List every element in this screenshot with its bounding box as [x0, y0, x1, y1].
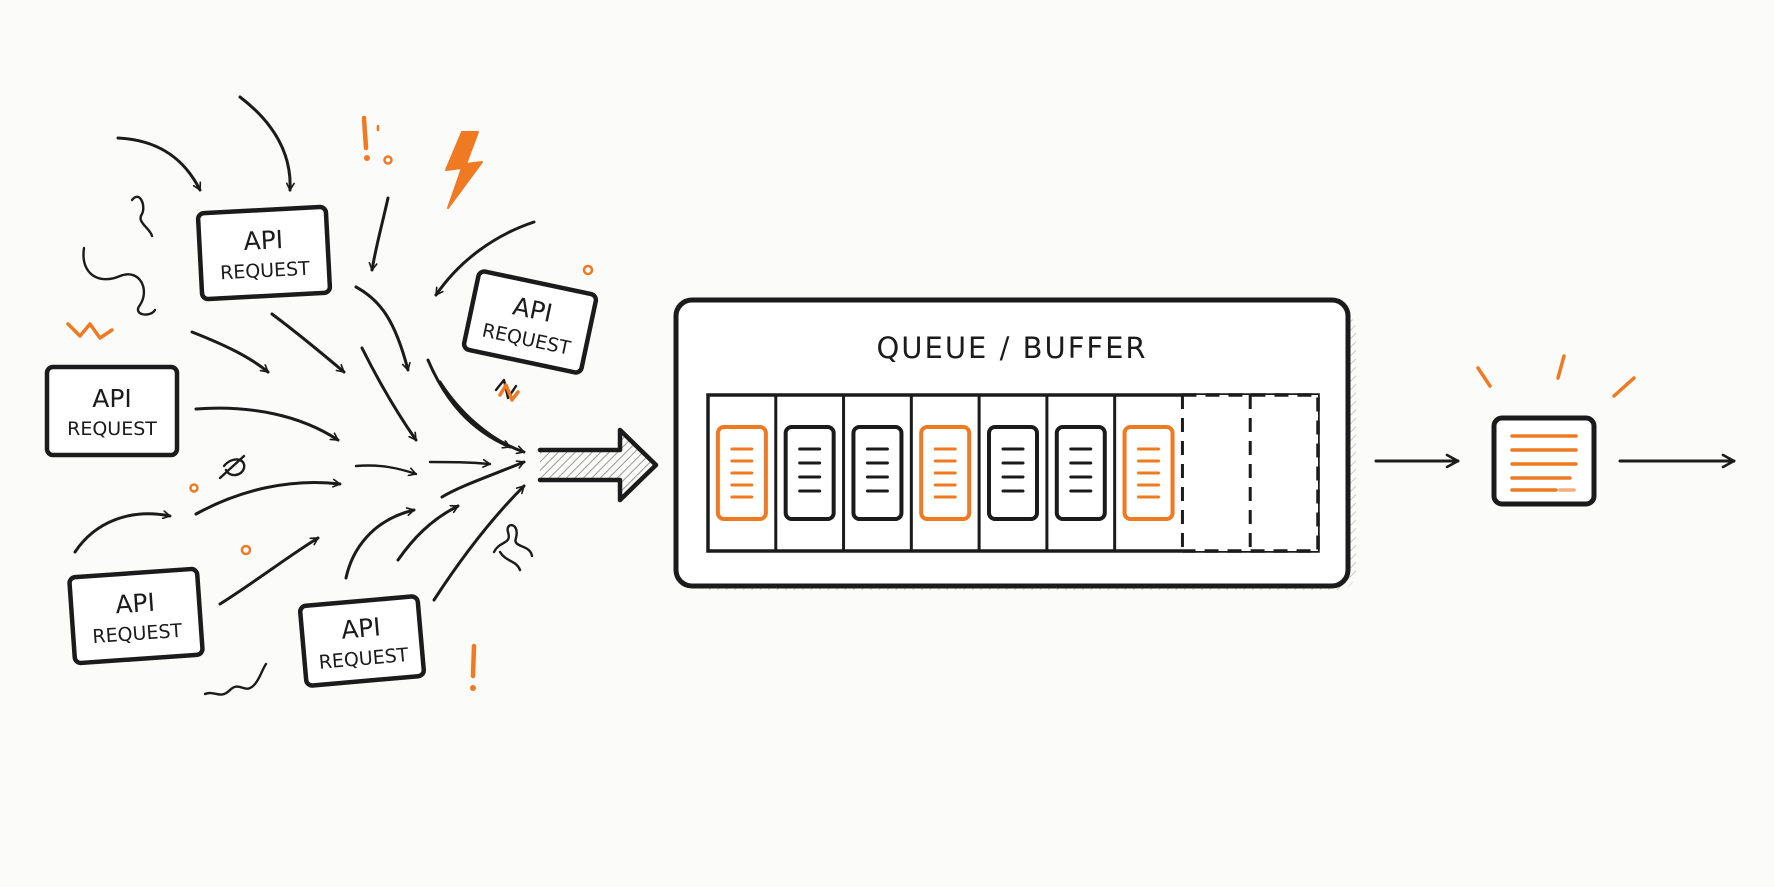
queue-slot — [1045, 395, 1107, 551]
squiggle — [82, 246, 157, 316]
zigzag — [66, 322, 114, 340]
accent-squiggle — [498, 383, 520, 402]
incoming-arrow — [372, 196, 390, 272]
processor-burst — [1476, 354, 1636, 398]
incoming-arrow — [396, 504, 460, 562]
noise-scribbles — [66, 155, 594, 696]
incoming-arrow — [194, 482, 342, 516]
incoming-arrow — [270, 312, 346, 374]
incoming-arrow — [354, 464, 418, 474]
queue-slot — [909, 395, 972, 551]
incoming-arrow — [360, 346, 418, 442]
incoming-arrow — [194, 406, 340, 442]
incoming-arrow — [432, 484, 526, 602]
api-request-box: API REQUEST — [44, 364, 180, 458]
processed-document-icon — [1491, 415, 1597, 507]
incoming-arrow — [434, 220, 536, 297]
incoming-arrow — [344, 510, 416, 580]
api-request-subtitle: REQUEST — [67, 418, 157, 440]
queue-title: QUEUE / BUFFER — [876, 331, 1147, 365]
incoming-arrow — [238, 95, 290, 192]
api-request-title: API — [114, 588, 155, 620]
ingest-arrow — [537, 427, 659, 503]
message-card — [851, 425, 904, 521]
incoming-arrows — [73, 95, 536, 606]
message-card — [987, 425, 1039, 521]
incoming-arrow — [426, 358, 512, 447]
api-request-title: API — [243, 225, 284, 256]
queue-slot — [715, 425, 768, 521]
api-requests: APIREQUESTAPIREQUESTAPIREQUESTAPIREQUEST… — [44, 204, 599, 688]
scribble-circle — [218, 454, 246, 480]
queue-slot — [1113, 395, 1175, 551]
incoming-arrow — [428, 462, 492, 464]
api-request-title: API — [340, 612, 382, 644]
incoming-arrow — [73, 514, 172, 554]
dot — [383, 155, 393, 165]
incoming-arrow — [354, 285, 408, 372]
lightning-bolt-icon — [445, 131, 483, 209]
squiggle — [203, 662, 268, 696]
incoming-arrow — [218, 536, 320, 606]
incoming-arrow — [438, 380, 526, 452]
message-card — [1054, 425, 1107, 521]
incoming-arrow — [440, 462, 526, 499]
queue-buffer: QUEUE / BUFFER — [673, 297, 1356, 590]
scribble-tangle — [492, 524, 534, 572]
api-request-title: API — [92, 384, 132, 413]
incoming-arrow — [116, 136, 202, 192]
dot — [582, 264, 594, 276]
exclamation-icon — [361, 115, 380, 161]
queue-slot — [977, 395, 1039, 551]
dot — [240, 544, 252, 556]
message-card — [783, 425, 836, 521]
squiggle — [130, 195, 154, 238]
queue-slots — [715, 393, 1320, 553]
api-request-subtitle: REQUEST — [220, 258, 311, 285]
incoming-arrow — [190, 330, 270, 374]
queue-slot — [774, 395, 836, 551]
queue-slot — [842, 395, 904, 551]
dot — [189, 483, 199, 493]
exclamation-icon — [470, 643, 477, 691]
